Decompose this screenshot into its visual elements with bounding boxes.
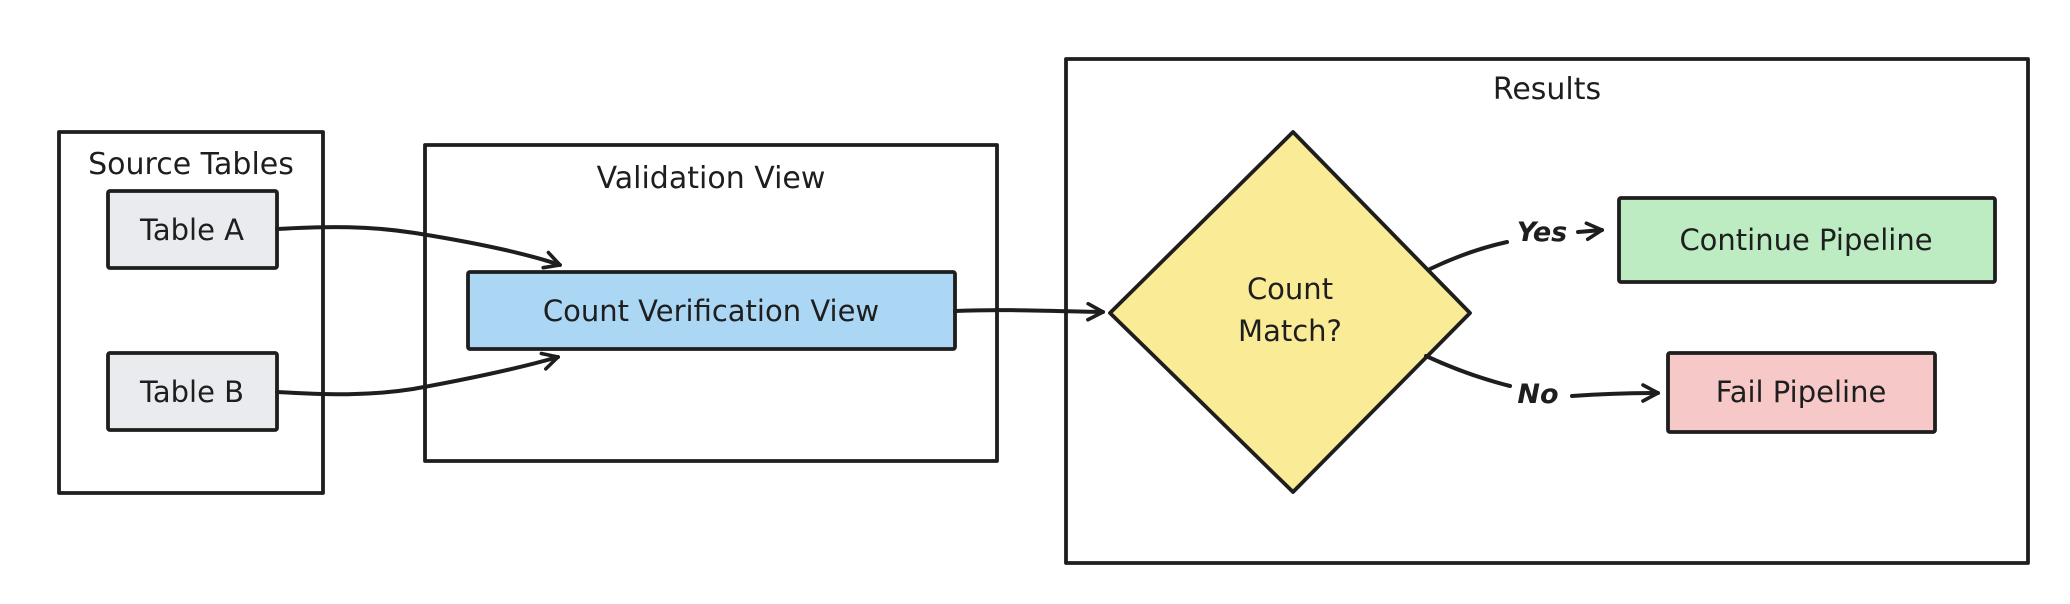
edge-label-no: No — [1517, 379, 1558, 410]
validation-view-group: Validation View Count Verification View — [423, 143, 999, 463]
edge-yes-to-continue-pipeline — [1576, 221, 1604, 242]
edge-table-b-to-verification-view — [275, 351, 560, 397]
edge-count-match-yes-leader — [1428, 240, 1509, 271]
fail-pipeline-label: Fail Pipeline — [1716, 375, 1887, 409]
continue-pipeline-node — [1617, 196, 1997, 284]
source-tables-group: Source Tables Table A Table B — [57, 130, 325, 495]
edge-count-match-no-leader — [1424, 354, 1512, 388]
source-tables-container — [57, 130, 325, 495]
edge-no-to-fail-pipeline — [1570, 383, 1660, 403]
table-b-label: Table B — [139, 375, 244, 409]
edge-table-a-to-verification-view — [275, 225, 562, 270]
edge-label-yes: Yes — [1517, 217, 1567, 248]
count-match-decision-node — [1108, 130, 1472, 494]
validation-view-title: Validation View — [597, 161, 826, 196]
count-verification-view-label: Count Verification View — [543, 294, 879, 328]
source-tables-title: Source Tables — [88, 147, 294, 182]
edges-group: Yes No — [275, 217, 1660, 410]
count-match-label-line1: Count — [1247, 272, 1333, 306]
count-match-label-line2: Match? — [1238, 314, 1342, 348]
continue-pipeline-label: Continue Pipeline — [1679, 223, 1932, 257]
table-a-label: Table A — [139, 213, 244, 247]
results-title: Results — [1493, 72, 1601, 107]
fail-pipeline-node — [1666, 351, 1937, 434]
results-group: Results Count Match? Continue Pipeline F… — [1064, 57, 2030, 565]
edge-verification-view-to-count-match — [953, 301, 1105, 322]
